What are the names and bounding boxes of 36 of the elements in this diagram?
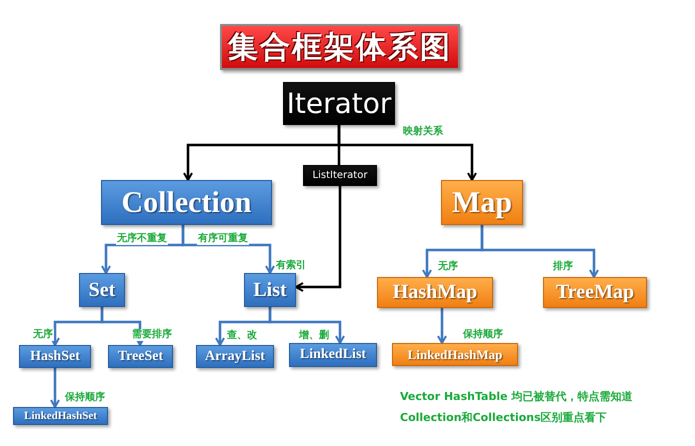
edge-label: 保持顺序 [462,329,504,341]
class-box: Iterator [283,82,395,125]
class-box: TreeMap [543,277,647,308]
class-box: ListIterator [303,165,377,186]
arrow [182,225,275,274]
edge-label: 有序可重复 [197,233,249,245]
class-box: HashSet [19,345,91,368]
class-box: TreeSet [108,345,173,368]
edge-label: 需要排序 [131,329,173,341]
class-box: Collection [101,180,272,225]
class-box: LinkedHashSet [13,407,108,425]
note-text: Collection和Collections区别重点看下 [400,410,607,425]
arrow [480,225,599,278]
edge-label: 增、删 [298,330,330,342]
edge-label: 映射关系 [402,126,444,138]
edge-label: 保持顺序 [64,392,106,404]
arrow [268,307,345,344]
edge-label: 查、改 [226,330,258,342]
class-box: Set [79,273,125,307]
class-box: ArrayList [196,345,274,368]
class-box: List [244,273,296,307]
edge-label: 无序 [32,329,54,341]
arrow [50,368,60,408]
class-box: LinkedHashMap [392,343,518,366]
edge-label: 无序 [437,261,459,273]
edge-label: 排序 [552,261,574,273]
note-text: Vector HashTable 均已被替代，特点需知道 [400,389,632,404]
title-banner: 集合框架体系图 [220,24,460,70]
arrow [295,186,342,292]
arrow [100,307,145,346]
arrow [437,308,447,344]
class-box: HashMap [377,277,493,308]
class-box: Map [441,180,523,225]
edge-note: 有索引 [276,258,306,272]
class-box: LinkedList [289,343,377,367]
edge-label: 无序不重复 [116,233,168,245]
